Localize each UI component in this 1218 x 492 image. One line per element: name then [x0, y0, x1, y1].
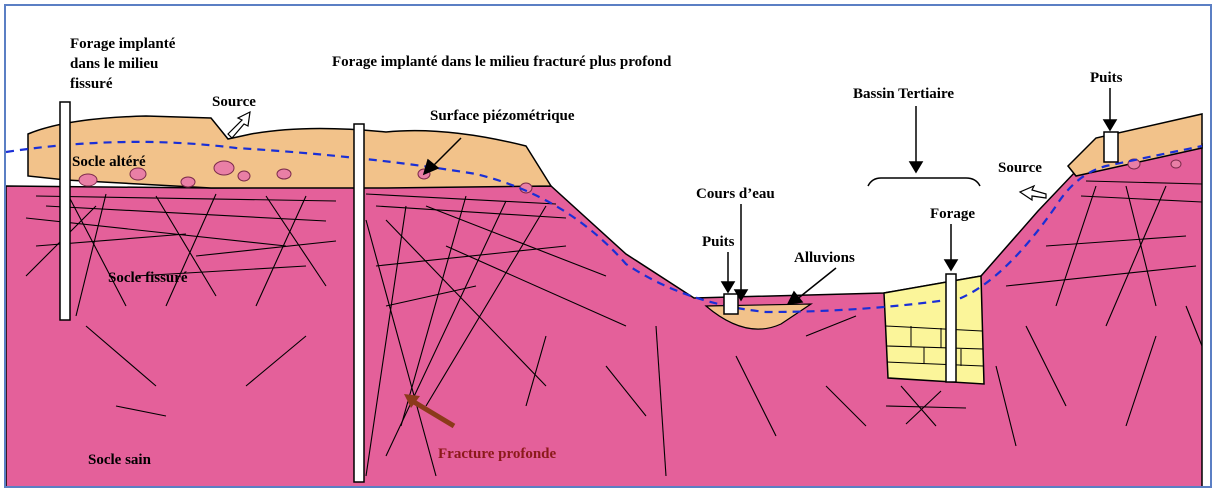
label-alluvions: Alluvions — [794, 250, 855, 266]
label-surface-piezo: Surface piézométrique — [430, 108, 575, 124]
label-forage-fissure-1: Forage implanté — [70, 36, 176, 52]
label-forage-fissure-2: dans le milieu — [70, 56, 158, 72]
label-forage-right: Forage — [930, 206, 975, 222]
label-source-left: Source — [212, 94, 256, 110]
label-puits-right: Puits — [1090, 70, 1123, 86]
label-cours-eau: Cours d’eau — [696, 186, 775, 202]
label-forage-fracture: Forage implanté dans le milieu fracturé … — [332, 54, 672, 70]
forage-fracture-borehole — [354, 124, 364, 482]
label-socle-altere: Socle altéré — [72, 154, 146, 170]
label-socle-sain: Socle sain — [88, 452, 152, 468]
forage-fissure-borehole — [60, 102, 70, 320]
label-forage-fissure-3: fissuré — [70, 76, 113, 92]
label-socle-fissure: Socle fissuré — [108, 270, 188, 286]
source-right-arrow — [1020, 186, 1046, 200]
label-source-right: Source — [998, 160, 1042, 176]
label-puits-mid: Puits — [702, 234, 735, 250]
label-bassin-tertiaire: Bassin Tertiaire — [853, 86, 954, 102]
puits-mid-well — [724, 294, 738, 314]
forage-right-borehole — [946, 274, 956, 382]
hydrogeology-cross-section: Forage implanté dans le milieu fissuré F… — [6, 6, 1212, 488]
bassin-bracket — [868, 178, 980, 186]
label-fracture-profonde: Fracture profonde — [438, 446, 557, 462]
source-left-arrow — [228, 112, 250, 138]
diagram-frame: Forage implanté dans le milieu fissuré F… — [4, 4, 1212, 488]
puits-right-well — [1104, 132, 1118, 162]
